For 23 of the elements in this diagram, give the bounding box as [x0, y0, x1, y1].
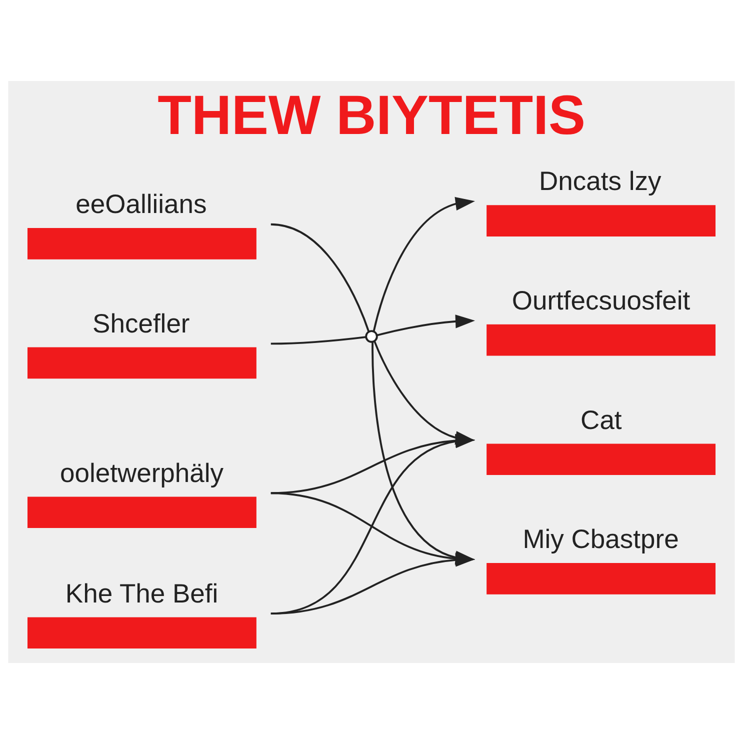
node-box	[486, 324, 716, 356]
node-box	[486, 443, 716, 475]
node-box	[27, 228, 256, 259]
diagram-title: THEW BIYTETIS	[158, 83, 586, 146]
node-box	[27, 616, 256, 648]
node-label: Khe The Befi	[65, 578, 218, 608]
node-box	[486, 204, 716, 236]
arrow	[374, 340, 475, 444]
connector	[270, 336, 366, 344]
node-label: Dncats lzy	[538, 166, 662, 196]
arrow	[372, 196, 475, 332]
node-label: Ourtfecsuosfeit	[512, 284, 690, 315]
node-circle	[365, 330, 378, 342]
node-box	[27, 346, 256, 378]
arrow	[376, 314, 476, 336]
connector	[270, 222, 370, 332]
node-label: Cat	[580, 404, 622, 434]
node-label: ooletwerphäly	[60, 457, 224, 488]
node-label: Miy Cbastpre	[522, 524, 679, 554]
node-box	[27, 496, 256, 528]
node-box	[486, 562, 716, 594]
node-label: eeOalliians	[76, 188, 207, 219]
node-label: Shcefler	[92, 308, 190, 338]
